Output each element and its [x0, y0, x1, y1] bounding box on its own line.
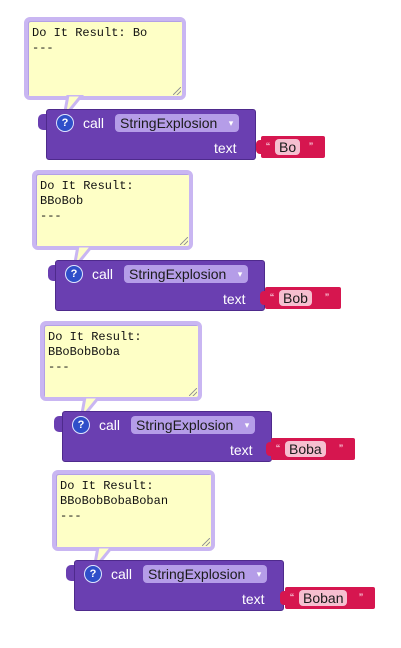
- open-quote: “: [266, 140, 270, 154]
- close-quote: ”: [359, 591, 363, 605]
- block-notch: [66, 565, 75, 581]
- dropdown-arrow-icon: ▾: [256, 569, 262, 579]
- open-quote: “: [270, 291, 274, 305]
- socket-connector: [266, 442, 272, 456]
- result-text: Do It Result: Bo ---: [32, 26, 148, 55]
- block-group-2: Do It Result: BBoBob --- ? call StringEx…: [0, 0, 401, 311]
- result-comment-bubble[interactable]: Do It Result: BBoBobBobaBoban ---: [52, 470, 215, 551]
- string-value[interactable]: Boba: [285, 441, 326, 457]
- help-icon[interactable]: ?: [72, 416, 90, 434]
- resize-grip-icon[interactable]: [202, 538, 210, 546]
- procedure-dropdown[interactable]: StringExplosion ▾: [143, 565, 268, 583]
- help-icon[interactable]: ?: [56, 114, 74, 132]
- param-label: text: [223, 291, 246, 307]
- string-value[interactable]: Boban: [299, 590, 348, 606]
- call-label: call: [92, 266, 114, 282]
- dropdown-arrow-icon: ▾: [228, 118, 234, 128]
- dropdown-arrow-icon: ▾: [244, 420, 250, 430]
- help-icon[interactable]: ?: [84, 565, 102, 583]
- procedure-dropdown[interactable]: StringExplosion ▾: [131, 416, 256, 434]
- result-comment-bubble[interactable]: Do It Result: BBoBobBoba ---: [40, 321, 202, 401]
- string-value[interactable]: Bo: [275, 139, 301, 155]
- procedure-name: StringExplosion: [120, 115, 218, 131]
- call-label: call: [99, 417, 121, 433]
- result-comment-bubble[interactable]: Do It Result: BBoBob ---: [32, 170, 193, 250]
- close-quote: ”: [309, 140, 313, 154]
- result-text: Do It Result: BBoBobBoba ---: [48, 330, 142, 374]
- block-notch: [48, 265, 57, 281]
- call-block[interactable]: ? call StringExplosion ▾ text: [46, 109, 256, 160]
- dropdown-arrow-icon: ▾: [237, 269, 243, 279]
- close-quote: ”: [339, 442, 343, 456]
- resize-grip-icon[interactable]: [189, 388, 197, 396]
- procedure-name: StringExplosion: [148, 566, 246, 582]
- block-group-4: Do It Result: BBoBobBobaBoban --- ? call…: [0, 0, 401, 611]
- param-label: text: [230, 442, 253, 458]
- block-notch: [54, 416, 63, 432]
- block-group-1: Do It Result: Bo --- ? call StringExplos…: [0, 0, 401, 160]
- string-value[interactable]: Bob: [279, 290, 312, 306]
- param-label: text: [242, 591, 265, 607]
- procedure-name: StringExplosion: [129, 266, 227, 282]
- call-block[interactable]: ? call StringExplosion ▾ text: [55, 260, 265, 311]
- resize-grip-icon[interactable]: [180, 237, 188, 245]
- close-quote: ”: [325, 291, 329, 305]
- block-group-3: Do It Result: BBoBobBoba --- ? call Stri…: [0, 0, 401, 462]
- procedure-dropdown[interactable]: StringExplosion ▾: [115, 114, 240, 132]
- open-quote: “: [290, 591, 294, 605]
- string-block[interactable]: “ Bo ”: [261, 136, 325, 158]
- call-block[interactable]: ? call StringExplosion ▾ text: [62, 411, 272, 462]
- help-icon[interactable]: ?: [65, 265, 83, 283]
- result-comment-bubble[interactable]: Do It Result: Bo ---: [24, 17, 186, 100]
- open-quote: “: [276, 442, 280, 456]
- result-text: Do It Result: BBoBob ---: [40, 179, 134, 223]
- call-label: call: [111, 566, 133, 582]
- call-label: call: [83, 115, 105, 131]
- socket-connector: [280, 591, 286, 605]
- call-block[interactable]: ? call StringExplosion ▾ text: [74, 560, 284, 611]
- socket-connector: [256, 140, 262, 154]
- string-block[interactable]: “ Boba ”: [271, 438, 355, 460]
- resize-grip-icon[interactable]: [173, 87, 181, 95]
- result-text: Do It Result: BBoBobBobaBoban ---: [60, 479, 169, 523]
- procedure-dropdown[interactable]: StringExplosion ▾: [124, 265, 249, 283]
- param-label: text: [214, 140, 237, 156]
- socket-connector: [260, 291, 266, 305]
- string-block[interactable]: “ Boban ”: [285, 587, 375, 609]
- block-notch: [38, 114, 47, 130]
- procedure-name: StringExplosion: [136, 417, 234, 433]
- string-block[interactable]: “ Bob ”: [265, 287, 341, 309]
